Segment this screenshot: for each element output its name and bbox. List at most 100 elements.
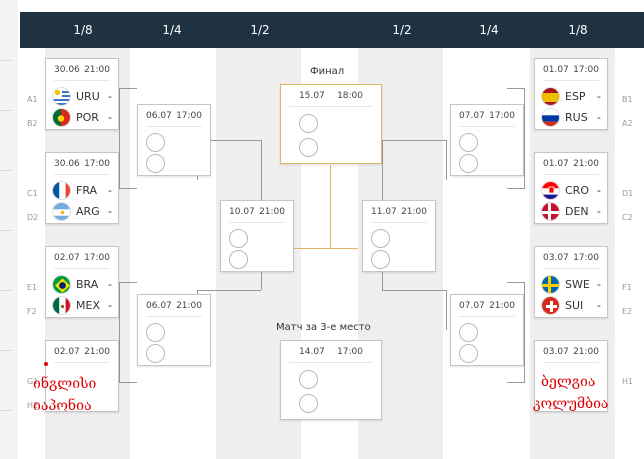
strip-divider: [0, 290, 12, 291]
match-card-r16-4[interactable]: 02.07 21:00: [45, 340, 119, 412]
sweden-flag-icon: [541, 275, 560, 294]
score-placeholder: -: [597, 205, 601, 218]
handwritten-team-left-1: ინგლისი: [33, 376, 97, 392]
match-card-r16-1[interactable]: 30.06 21:00 URU - POR -: [45, 58, 119, 130]
mexico-flag-icon: [52, 296, 71, 315]
match-card-sf-1[interactable]: 10.07 21:00: [220, 200, 294, 272]
match-time: 21:00: [573, 347, 599, 357]
spain-flag-icon: [541, 87, 560, 106]
team-code: URU: [76, 90, 100, 103]
round-label: 1/2: [250, 23, 270, 37]
strip-divider: [0, 410, 12, 411]
divider: [371, 222, 427, 223]
match-date: 03.07: [543, 347, 569, 357]
match-time: 21:00: [401, 207, 427, 217]
divider: [459, 126, 515, 127]
empty-team-slot[interactable]: [299, 114, 318, 133]
score-placeholder: -: [597, 299, 601, 312]
team-code: RUS: [565, 111, 588, 124]
match-date: 30.06: [54, 65, 80, 75]
match-time: 17:00: [573, 65, 599, 75]
empty-team-slot[interactable]: [459, 154, 478, 173]
match-time: 17:00: [573, 253, 599, 263]
rounds-header: 1/8 1/4 1/2 1/2 1/4 1/8: [20, 12, 644, 48]
match-card-r16-6[interactable]: 01.07 21:00 CRO - DEN -: [534, 152, 608, 224]
score-placeholder: -: [108, 278, 112, 291]
divider: [543, 362, 599, 363]
seed-label: G1: [27, 377, 39, 386]
match-time: 18:00: [337, 91, 363, 101]
divider: [54, 362, 110, 363]
match-time: 17:00: [84, 253, 110, 263]
match-card-r16-2[interactable]: 30.06 17:00 FRA - ARG -: [45, 152, 119, 224]
match-time: 21:00: [489, 301, 515, 311]
empty-team-slot[interactable]: [299, 370, 318, 389]
seed-label: A1: [27, 95, 38, 104]
score-placeholder: -: [597, 184, 601, 197]
third-place-title: Матч за 3-е место: [276, 322, 371, 333]
empty-team-slot[interactable]: [459, 323, 478, 342]
seed-label: D1: [622, 189, 634, 198]
team-code: SUI: [565, 299, 584, 312]
seed-label: E2: [622, 307, 633, 316]
divider: [146, 126, 202, 127]
match-card-qf-2[interactable]: 06.07 21:00: [137, 294, 211, 366]
match-date: 14.07: [299, 347, 325, 357]
match-card-sf-2[interactable]: 11.07 21:00: [362, 200, 436, 272]
round-label: 1/2: [392, 23, 412, 37]
strip-divider: [0, 350, 12, 351]
empty-team-slot[interactable]: [229, 250, 248, 269]
team-code: DEN: [565, 205, 589, 218]
switzerland-flag-icon: [541, 296, 560, 315]
strip-divider: [0, 230, 12, 231]
match-card-r16-5[interactable]: 01.07 17:00 ESP - RUS -: [534, 58, 608, 130]
seed-label: F2: [27, 307, 37, 316]
seed-label: E1: [27, 283, 38, 292]
match-date: 30.06: [54, 159, 80, 169]
seed-label: C2: [622, 213, 633, 222]
russia-flag-icon: [541, 108, 560, 127]
team-code: MEX: [76, 299, 100, 312]
score-placeholder: -: [597, 90, 601, 103]
divider: [543, 268, 599, 269]
strip-divider: [0, 170, 12, 171]
empty-team-slot[interactable]: [299, 394, 318, 413]
match-date: 07.07: [459, 111, 485, 121]
empty-team-slot[interactable]: [459, 344, 478, 363]
match-card-r16-3[interactable]: 02.07 17:00 BRA - MEX -: [45, 246, 119, 318]
uruguay-flag-icon: [52, 87, 71, 106]
match-card-qf-1[interactable]: 06.07 17:00: [137, 104, 211, 176]
match-card-final[interactable]: 15.07 18:00: [280, 84, 382, 164]
match-date: 01.07: [543, 65, 569, 75]
denmark-flag-icon: [541, 202, 560, 221]
seed-label: A2: [622, 119, 633, 128]
empty-team-slot[interactable]: [371, 229, 390, 248]
match-date: 03.07: [543, 253, 569, 263]
empty-team-slot[interactable]: [146, 154, 165, 173]
divider: [54, 80, 110, 81]
empty-team-slot[interactable]: [146, 344, 165, 363]
empty-team-slot[interactable]: [299, 138, 318, 157]
annotation-dot: [44, 362, 48, 366]
strip-divider: [0, 60, 12, 61]
score-placeholder: -: [108, 90, 112, 103]
match-card-r16-8[interactable]: 03.07 21:00: [534, 340, 608, 412]
croatia-flag-icon: [541, 181, 560, 200]
handwritten-team-right-1: ბელგია: [541, 374, 596, 390]
match-card-qf-4[interactable]: 07.07 21:00: [450, 294, 524, 366]
seed-label: B2: [27, 119, 38, 128]
match-card-third-place[interactable]: 14.07 17:00: [280, 340, 382, 420]
empty-team-slot[interactable]: [146, 133, 165, 152]
match-date: 10.07: [229, 207, 255, 217]
team-code: SWE: [565, 278, 590, 291]
empty-team-slot[interactable]: [146, 323, 165, 342]
match-time: 21:00: [84, 65, 110, 75]
empty-team-slot[interactable]: [229, 229, 248, 248]
empty-team-slot[interactable]: [459, 133, 478, 152]
seed-label: B1: [622, 95, 633, 104]
seed-label: H2: [27, 401, 39, 410]
match-card-qf-3[interactable]: 07.07 17:00: [450, 104, 524, 176]
empty-team-slot[interactable]: [371, 250, 390, 269]
strip-divider: [0, 110, 12, 111]
match-card-r16-7[interactable]: 03.07 17:00 SWE - SUI -: [534, 246, 608, 318]
